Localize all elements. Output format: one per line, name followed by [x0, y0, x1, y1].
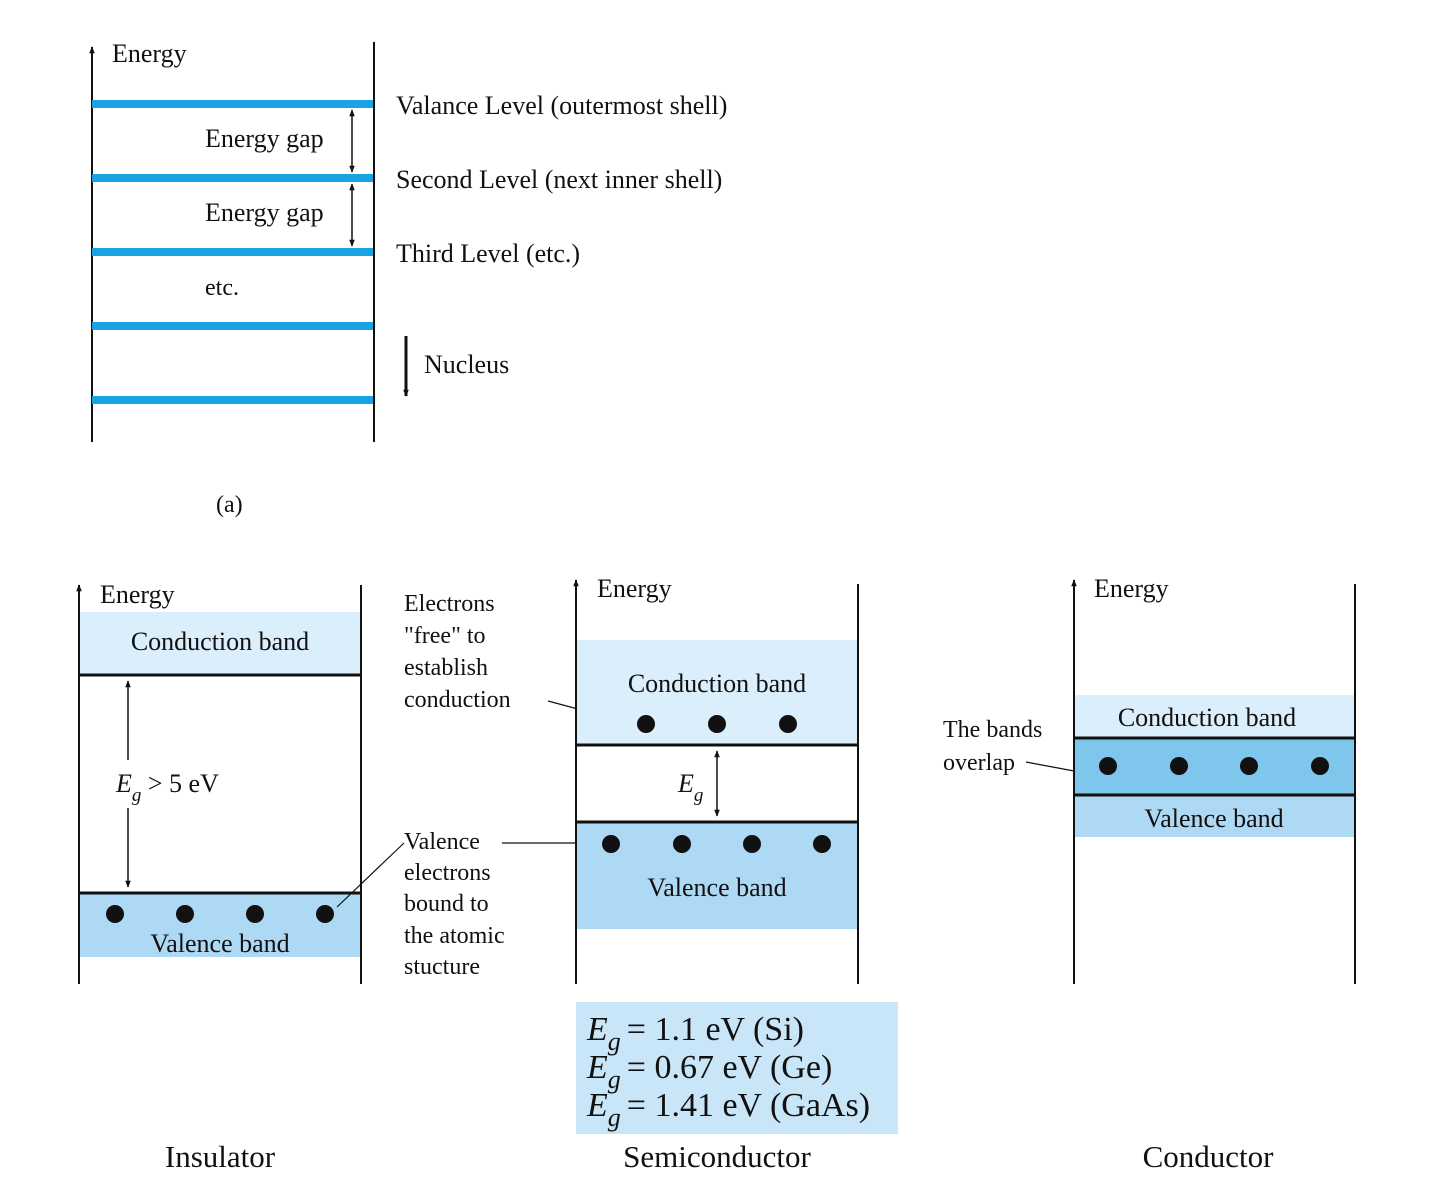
gap-subscript-g: g	[132, 785, 142, 806]
valence-electrons-line-2: electrons	[404, 860, 491, 886]
conductor-conduction-band	[1075, 695, 1355, 738]
semiconductor-valence-label: Valence band	[647, 873, 786, 902]
valence-electrons-line-3: bound to	[404, 891, 489, 917]
conductor-electron	[1240, 757, 1258, 775]
valence-electrons-note: Valence electrons bound to the atomic st…	[404, 829, 511, 980]
free-electron	[708, 715, 726, 733]
semiconductor-gap-label: Eg	[677, 769, 703, 806]
second-level-label: Second Level (next inner shell)	[396, 165, 722, 194]
etc-label: etc.	[205, 275, 239, 301]
semiconductor-energy-label: Energy	[597, 574, 672, 603]
semiconductor-conduction-label: Conduction band	[628, 669, 806, 698]
valance-level-label: Valance Level (outermost shell)	[396, 91, 727, 120]
free-electron	[637, 715, 655, 733]
gap-symbol-e: E	[677, 769, 694, 798]
semiconductor-valence-band	[577, 822, 858, 929]
conductor-title: Conductor	[1143, 1139, 1275, 1174]
gap-subscript-g: g	[608, 1027, 621, 1056]
conductor-electron	[1311, 757, 1329, 775]
conductor-diagram: Energy Conduction band Valence band The …	[943, 574, 1356, 1174]
insulator-valence-band	[80, 893, 361, 957]
free-electrons-line-2: "free" to	[404, 623, 486, 649]
insulator-diagram: Energy Conduction band Valence band Eg >…	[76, 580, 362, 1174]
gap-subscript-g: g	[608, 1103, 621, 1132]
valence-electrons-line-1: Valence	[404, 829, 480, 855]
bands-overlap-line-1: The bands	[943, 717, 1042, 743]
valence-electron	[602, 835, 620, 853]
band-gap-si: Eg= 1.1 eV (Si)	[586, 1011, 804, 1056]
insulator-gap-value: > 5 eV	[141, 769, 219, 798]
band-gap-gaas: Eg= 1.41 eV (GaAs)	[586, 1087, 870, 1132]
gap-symbol-e: E	[586, 1011, 608, 1048]
valence-electrons-line-5: stucture	[404, 954, 480, 980]
insulator-conduction-band	[80, 612, 361, 675]
gap-symbol-e: E	[115, 769, 132, 798]
conductor-valence-band	[1075, 795, 1355, 837]
insulator-electron	[316, 905, 334, 923]
panel-a-energy-levels: Energy Energy gap Energy gap etc. Valanc…	[89, 39, 727, 518]
valence-electron	[813, 835, 831, 853]
bands-overlap-leader	[1025, 761, 1075, 772]
conductor-conduction-label: Conduction band	[1118, 703, 1296, 732]
free-electron	[779, 715, 797, 733]
insulator-electron	[106, 905, 124, 923]
conductor-valence-label: Valence band	[1144, 804, 1283, 833]
valence-electron	[673, 835, 691, 853]
free-electrons-note: Electrons "free" to establish conduction	[404, 591, 511, 713]
conductor-electron	[1099, 757, 1117, 775]
semiconductor-diagram: Energy Conduction band Valence band Eg E…	[573, 574, 898, 1174]
gap-subscript-g: g	[608, 1065, 621, 1094]
conductor-electron	[1170, 757, 1188, 775]
panel-a-energy-label: Energy	[112, 39, 187, 68]
nucleus-label: Nucleus	[424, 350, 509, 379]
band-gap-values-box	[576, 1002, 898, 1134]
gap-symbol-e: E	[586, 1049, 608, 1086]
insulator-electron	[176, 905, 194, 923]
bands-overlap-line-2: overlap	[943, 750, 1015, 776]
third-level-label: Third Level (etc.)	[396, 239, 580, 268]
panel-a-caption: (a)	[216, 492, 243, 518]
insulator-title: Insulator	[165, 1139, 276, 1174]
conductor-overlap-region	[1075, 738, 1355, 795]
gap-subscript-g: g	[694, 785, 704, 806]
insulator-conduction-label: Conduction band	[131, 627, 309, 656]
valence-electrons-line-4: the atomic	[404, 923, 505, 949]
semiconductor-title: Semiconductor	[623, 1139, 811, 1174]
valence-electron	[743, 835, 761, 853]
insulator-energy-label: Energy	[100, 580, 175, 609]
insulator-gap-label: Eg > 5 eV	[115, 769, 219, 806]
energy-gap-label-2: Energy gap	[205, 198, 324, 227]
energy-gap-label-1: Energy gap	[205, 124, 324, 153]
free-electrons-line-1: Electrons	[404, 591, 495, 617]
free-electrons-line-3: establish	[404, 655, 488, 681]
valence-electrons-leader-insulator	[336, 842, 405, 908]
insulator-electron	[246, 905, 264, 923]
bands-overlap-note: The bands overlap	[943, 717, 1048, 776]
band-gap-ge-value: = 0.67 eV (Ge)	[627, 1049, 833, 1086]
gap-symbol-e: E	[586, 1087, 608, 1124]
middle-annotations: Electrons "free" to establish conduction…	[336, 591, 631, 980]
free-electrons-line-4: conduction	[404, 687, 511, 713]
band-gap-si-value: = 1.1 eV (Si)	[627, 1011, 804, 1048]
conductor-energy-label: Energy	[1094, 574, 1169, 603]
insulator-valence-label: Valence band	[150, 929, 289, 958]
band-gap-ge: Eg= 0.67 eV (Ge)	[586, 1049, 832, 1094]
band-gap-gaas-value: = 1.41 eV (GaAs)	[627, 1087, 870, 1124]
